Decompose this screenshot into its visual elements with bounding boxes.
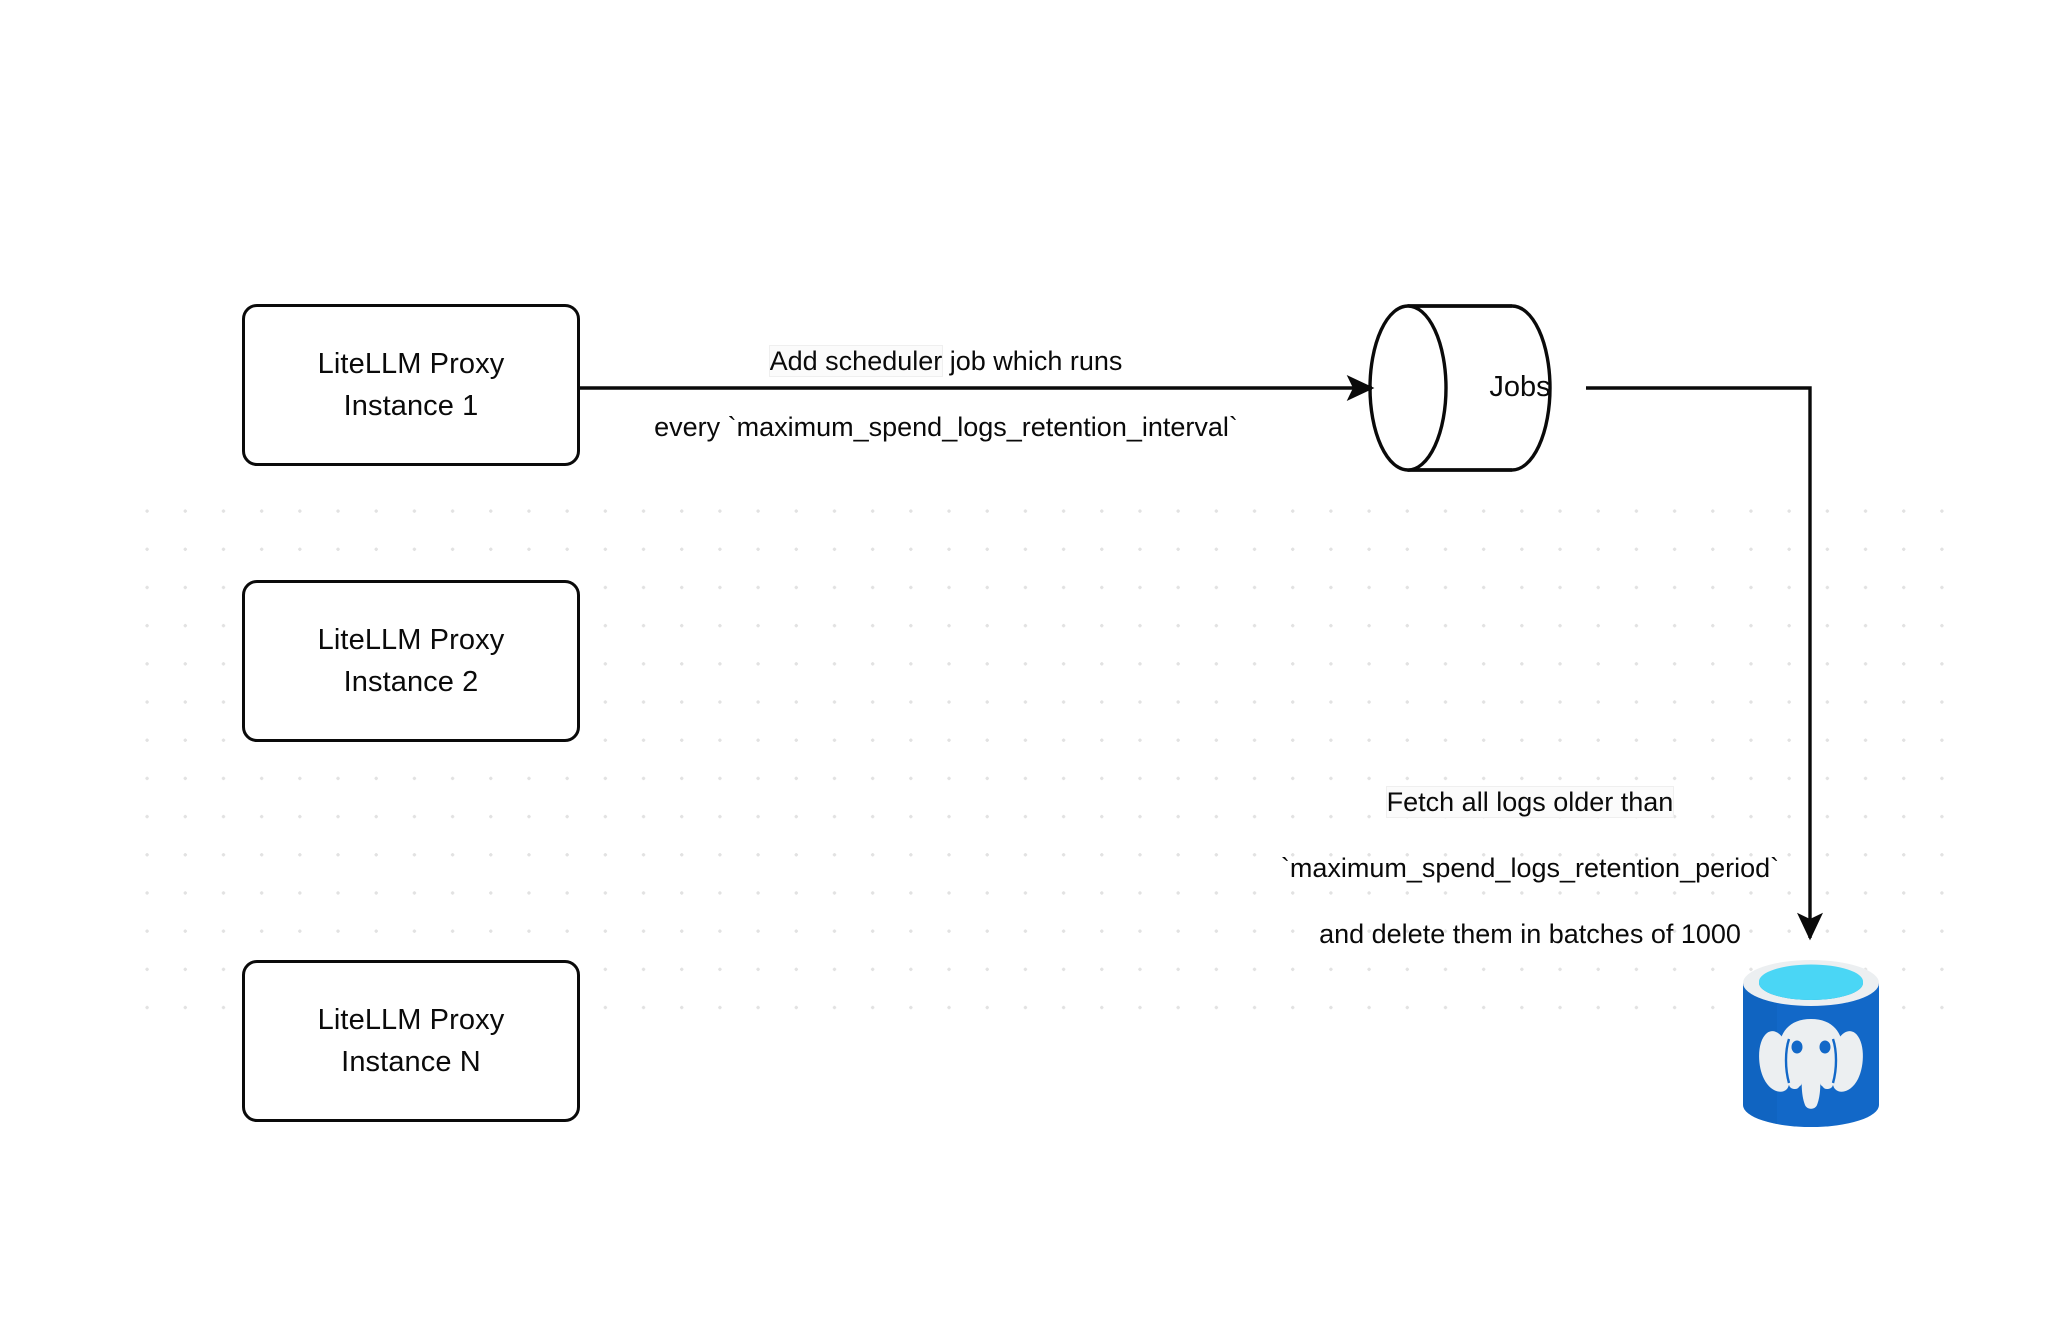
edge-label-line: and delete them in batches of 1000	[1319, 919, 1741, 949]
node-label: LiteLLM Proxy Instance 2	[317, 624, 505, 698]
edge-label-scheduler: Add scheduler job which runs every `maxi…	[598, 312, 1294, 477]
node-label: LiteLLM Proxy Instance N	[317, 1004, 505, 1078]
edge-label-highlight: Add scheduler	[768, 345, 944, 377]
node-litellm-proxy-instance-1[interactable]: LiteLLM Proxy Instance 1	[242, 304, 580, 466]
jobs-cylinder-body	[1406, 304, 1552, 472]
edge-jobs-to-postgres	[1586, 386, 1824, 941]
postgres-elephant-eyes	[1791, 1040, 1831, 1054]
edge-label-highlight: Fetch all logs older than	[1385, 786, 1675, 818]
edge-label-fetch-delete: Fetch all logs older than `maximum_spend…	[1250, 753, 1810, 984]
postgres-elephant-outline	[1784, 1038, 1838, 1084]
edge-label-line-rest: job which runs	[942, 346, 1123, 376]
edge-label-line: Add scheduler job which runs	[598, 345, 1294, 378]
node-jobs-label: Jobs	[1489, 371, 1551, 403]
postgres-elephant	[1759, 1019, 1863, 1109]
jobs-cylinder-shape	[1368, 304, 1552, 472]
node-litellm-proxy-instance-n[interactable]: LiteLLM Proxy Instance N	[242, 960, 580, 1122]
edge-label-line: every `maximum_spend_logs_retention_inte…	[654, 412, 1238, 442]
jobs-cylinder-face	[1368, 304, 1448, 472]
edge-label-line: `maximum_spend_logs_retention_period`	[1280, 853, 1780, 883]
postgresql-database-icon	[1743, 960, 1879, 1127]
node-litellm-proxy-instance-2[interactable]: LiteLLM Proxy Instance 2	[242, 580, 580, 742]
edge-label-line: Fetch all logs older than	[1250, 786, 1810, 819]
postgres-liquid-surface	[1759, 964, 1863, 996]
node-label: LiteLLM Proxy Instance 1	[317, 348, 505, 422]
